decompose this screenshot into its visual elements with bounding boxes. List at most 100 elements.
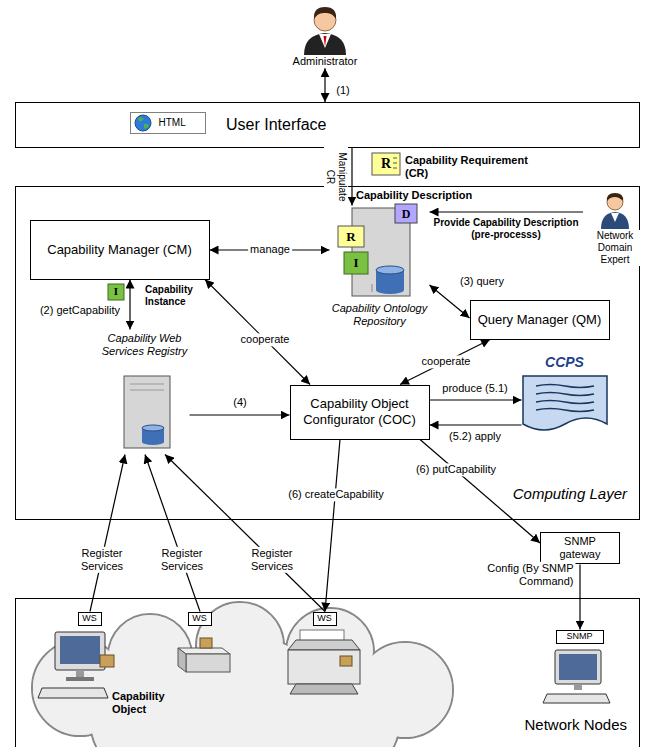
annotation: Capability Description [356, 189, 472, 202]
computer-figure [55, 632, 105, 670]
edge-label: (2) getCapability [38, 304, 122, 317]
node-text: WS [192, 613, 207, 624]
instance-icon [108, 284, 124, 300]
connector [129, 280, 130, 330]
connector [400, 340, 490, 385]
service-box: WS [313, 612, 337, 626]
process-box: Capability Object Configurator (COC) [290, 385, 430, 440]
globe-icon [138, 117, 149, 128]
expert-figure [607, 193, 623, 201]
node-text: Network Domain Expert [583, 230, 647, 266]
node-text: Capability Manager (CM) [47, 242, 192, 258]
connector-group [90, 68, 583, 629]
document-outline [522, 374, 608, 436]
router-figure [186, 654, 230, 672]
router-figure [178, 648, 186, 672]
repository-server [376, 266, 404, 274]
administrator-figure [304, 33, 346, 55]
connector [430, 424, 522, 425]
router-figure [178, 648, 230, 654]
edge-label: Config (By SNMP Command) [477, 562, 576, 588]
annotation: Capability Object [112, 690, 176, 716]
printer-figure [288, 630, 360, 694]
node-text: SNMP gateway [545, 535, 615, 561]
administrator-figure [304, 7, 346, 55]
registry-server: Capability Web Services Registry [100, 330, 190, 455]
icon-letter: D [402, 206, 411, 220]
node-text: Administrator [285, 55, 365, 68]
gateway-box: SNMP gateway [540, 532, 620, 564]
icon-letter: R [346, 229, 355, 245]
connector [190, 414, 290, 415]
registry-server [124, 376, 170, 448]
administrator-figure [324, 36, 327, 47]
requirement-icon [338, 226, 364, 247]
snmp-computer-figure [543, 650, 610, 703]
document-shape: CCPS [522, 352, 608, 438]
instance-icon [344, 252, 368, 274]
connector [324, 68, 325, 102]
connector [351, 148, 352, 206]
edge-label: Provide Capability Description (pre-proc… [430, 217, 582, 241]
registry-server [142, 439, 164, 445]
registry-server [130, 384, 164, 385]
requirement-icon [393, 163, 397, 164]
edge-label: (4) [231, 396, 248, 409]
snmp-computer-figure [574, 684, 582, 690]
description-icon [395, 204, 417, 223]
instance-icon [108, 284, 124, 300]
document-outline [536, 384, 594, 387]
edge-label: Register Services [154, 547, 210, 573]
connector [430, 285, 470, 318]
node-text: CCPS [522, 354, 608, 371]
null [32, 602, 453, 747]
connector [325, 440, 340, 612]
description-icon [395, 204, 417, 223]
document-outline [523, 376, 607, 430]
edge-label: produce (5.1) [440, 382, 509, 395]
repository-server [372, 284, 373, 292]
expert-figure [601, 193, 629, 229]
router-figure [200, 638, 212, 648]
annotation: Capability Requirement (CR) [405, 154, 545, 180]
document-outline [536, 392, 594, 395]
connector [430, 211, 584, 212]
service-box: WS [188, 612, 212, 626]
process-box: Capability Manager (CM) [30, 220, 210, 280]
html-icon-box: HTML [130, 112, 206, 134]
requirement-icon [372, 153, 400, 175]
document-outline [536, 408, 594, 411]
expert-actor: Network Domain Expert [583, 188, 647, 266]
snmp-computer-figure [559, 654, 597, 680]
edge-label: (6) createCapability [286, 488, 385, 501]
administrator-actor: Administrator [285, 0, 365, 68]
edge-label: manage [248, 243, 292, 256]
edge-label: (5.2) apply [447, 430, 503, 443]
connector [430, 399, 522, 400]
null [91, 661, 209, 747]
snmp-computer-figure [555, 650, 601, 684]
node-text: HTML [159, 117, 201, 129]
layer-band: Network NodesWSWSWSSNMP [15, 598, 640, 747]
edge-label: cooperate [420, 355, 473, 368]
process-box: Query Manager (QM) [470, 300, 610, 340]
node-text: Capability Object Configurator (COC) [295, 396, 425, 427]
computer-figure [100, 655, 114, 667]
requirement-icon [393, 168, 397, 169]
icon-letter: I [353, 255, 358, 271]
edge-label: (3) query [458, 275, 506, 288]
requirement-icon [372, 153, 400, 175]
computer-figure [38, 688, 108, 698]
snmp-computer-figure [543, 694, 610, 703]
registry-server [130, 390, 164, 391]
icon-letter: R [381, 156, 391, 173]
network-cloud [32, 602, 453, 747]
requirement-icon [338, 226, 364, 247]
repository-store: Capability Ontology Repository [330, 206, 430, 341]
service-box: WS [78, 612, 102, 626]
icon-letter: I [114, 285, 118, 298]
node-text: WS [82, 613, 97, 624]
